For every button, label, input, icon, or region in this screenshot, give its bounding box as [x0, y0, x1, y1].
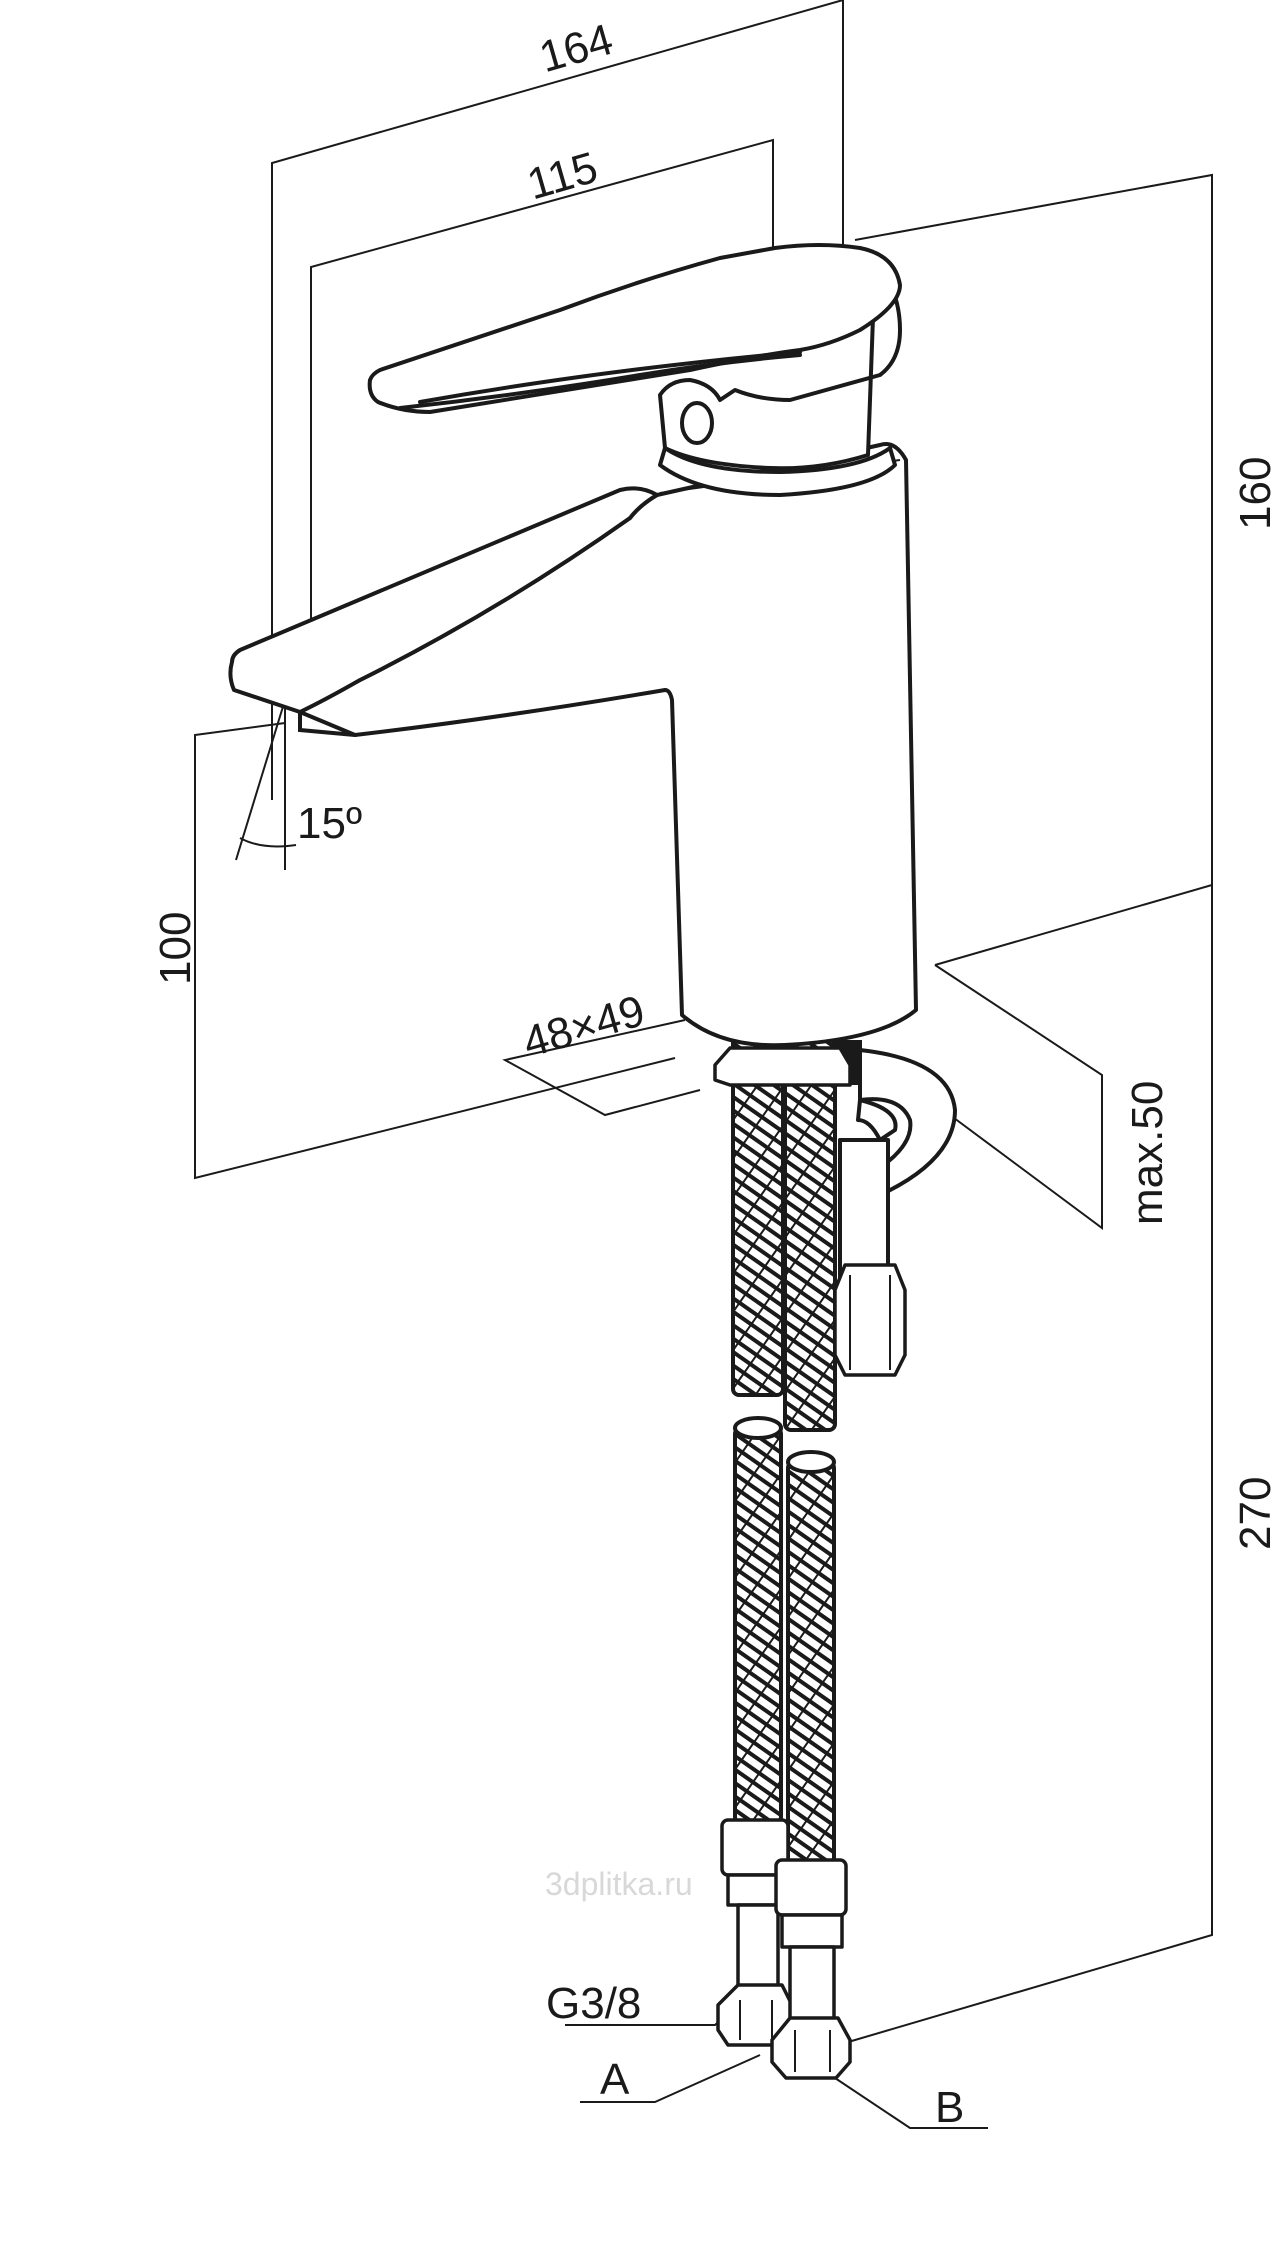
faucet-body [228, 243, 918, 1048]
dim-160-line [854, 173, 1213, 966]
dim-115-label: 115 [522, 143, 603, 209]
thread-label: G3/8 [546, 1979, 641, 2028]
angle-15-lines [235, 699, 297, 870]
dim-48x49-label: 48×49 [518, 986, 650, 1067]
dim-48x49-line [502, 1019, 701, 1117]
hose-left-upper [731, 1033, 785, 1397]
hose-right-upper [783, 1033, 837, 1432]
angle-15-label: 15º [297, 799, 362, 848]
mounting-nut [833, 1263, 907, 1377]
dim-100-label: 100 [151, 912, 200, 985]
mounting-bracket [833, 1048, 957, 1377]
dim-164-label: 164 [534, 15, 618, 82]
dimension-lines [194, 0, 1213, 2129]
lever-joint [658, 260, 902, 471]
connection-a-label: A [600, 2055, 630, 2104]
leader-a [580, 2054, 761, 2103]
dim-160-label: 160 [1231, 457, 1277, 530]
hose-left-lower [733, 1426, 783, 1825]
hose-right-lower [786, 1460, 836, 1872]
fitting-a [716, 1818, 794, 2047]
dim-270-label: 270 [1231, 1477, 1277, 1550]
watermark: 3dplitka.ru [545, 1866, 693, 1902]
supply-hoses [713, 1033, 862, 2080]
fitting-b [770, 1858, 852, 2080]
dim-max50-line [934, 964, 1103, 1230]
dim-270-line [837, 885, 1213, 2046]
cartridge-ring [658, 446, 897, 497]
dim-115-line [310, 138, 774, 620]
mounting-rod [838, 1138, 890, 1282]
leader-b [819, 2067, 988, 2129]
dim-164-line [271, 0, 844, 800]
lever-pivot [680, 401, 714, 445]
hose-collar [713, 1046, 852, 1087]
handle-lever [367, 243, 902, 414]
connection-b-label: B [935, 2083, 964, 2132]
dim-max50-label: max.50 [1123, 1081, 1172, 1225]
dim-100-line [194, 722, 676, 1180]
